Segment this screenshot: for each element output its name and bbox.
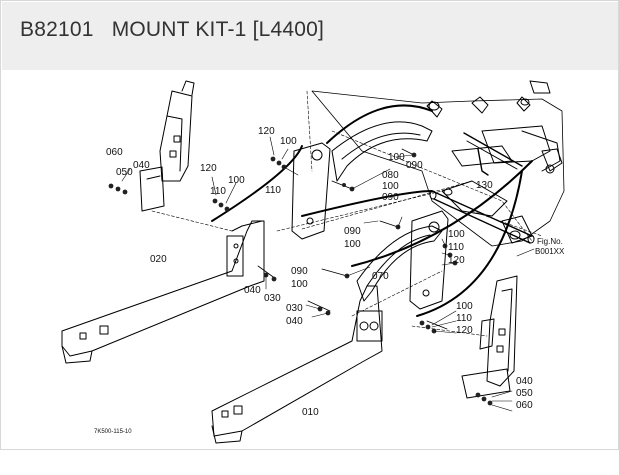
right-bracket (461, 275, 518, 399)
callout-090-mid: 090 (382, 192, 399, 203)
callout-090-center: 090 (344, 226, 361, 237)
callout-010: 010 (302, 407, 319, 418)
side-plates (291, 142, 449, 310)
callout-040-right: 040 (516, 376, 533, 387)
callout-110-bottom: 110 (456, 313, 472, 324)
callout-110-right: 110 (448, 242, 464, 253)
callout-090-lower: 090 (291, 266, 308, 277)
callout-040-mid: 040 (244, 285, 261, 296)
callout-120-top: 120 (258, 126, 275, 137)
bolts (257, 148, 448, 330)
callout-100-center: 100 (344, 239, 361, 250)
part-080-link (331, 121, 433, 182)
callout-050-left: 050 (116, 167, 133, 178)
callout-030-mid: 030 (264, 293, 281, 304)
callout-100-right: 100 (448, 229, 465, 240)
callout-050-right: 050 (516, 388, 533, 399)
part-130-shaft (429, 190, 535, 244)
callout-100-mid: 100 (382, 181, 399, 192)
callout-100-top: 100 (280, 136, 297, 147)
page-title: B82101 MOUNT KIT-1 [L4400] (20, 18, 325, 41)
callout-110-top: 110 (265, 185, 281, 196)
callout-130: 130 (476, 180, 493, 191)
callout-100-upper: 100 (388, 152, 405, 163)
callout-080: 080 (382, 170, 399, 181)
fig-code-label: B001XX (535, 247, 565, 256)
callout-090-upper: 090 (406, 160, 423, 171)
callout-110-left: 110 (210, 186, 226, 197)
callout-100-bottom: 100 (456, 301, 473, 312)
header-bar: B82101 MOUNT KIT-1 [L4400] (2, 2, 618, 70)
callout-120-right: 120 (448, 255, 465, 266)
callout-040-lower: 040 (286, 316, 303, 327)
callout-020: 020 (150, 254, 167, 265)
callout-040-left: 040 (133, 160, 150, 171)
page-frame: B82101 MOUNT KIT-1 [L4400] (0, 0, 619, 450)
callout-100-left: 100 (228, 175, 245, 186)
callout-120-left: 120 (200, 163, 217, 174)
part-010-frame (211, 285, 383, 444)
assembly-arcs (211, 104, 533, 317)
parts-diagram: 060 050 040 120 100 110 120 100 110 100 … (2, 71, 618, 449)
left-bracket (139, 80, 195, 212)
callout-070: 070 (372, 271, 389, 282)
callout-060-left: 060 (106, 147, 123, 158)
callout-120-bottom: 120 (456, 325, 473, 336)
reference-lines (151, 90, 543, 337)
drawing-code: 7K500-115-10 (94, 429, 132, 435)
callout-030-lower: 030 (286, 303, 303, 314)
tractor-frame (311, 80, 565, 247)
callout-100-lower: 100 (291, 279, 308, 290)
part-020-frame (61, 220, 265, 364)
part-070-link (356, 225, 443, 302)
fig-no-label: Fig.No. (537, 237, 563, 246)
leader-lines (121, 136, 535, 412)
callout-060-right: 060 (516, 400, 533, 411)
parts-diagram-svg: 060 050 040 120 100 110 120 100 110 100 … (61, 80, 565, 444)
